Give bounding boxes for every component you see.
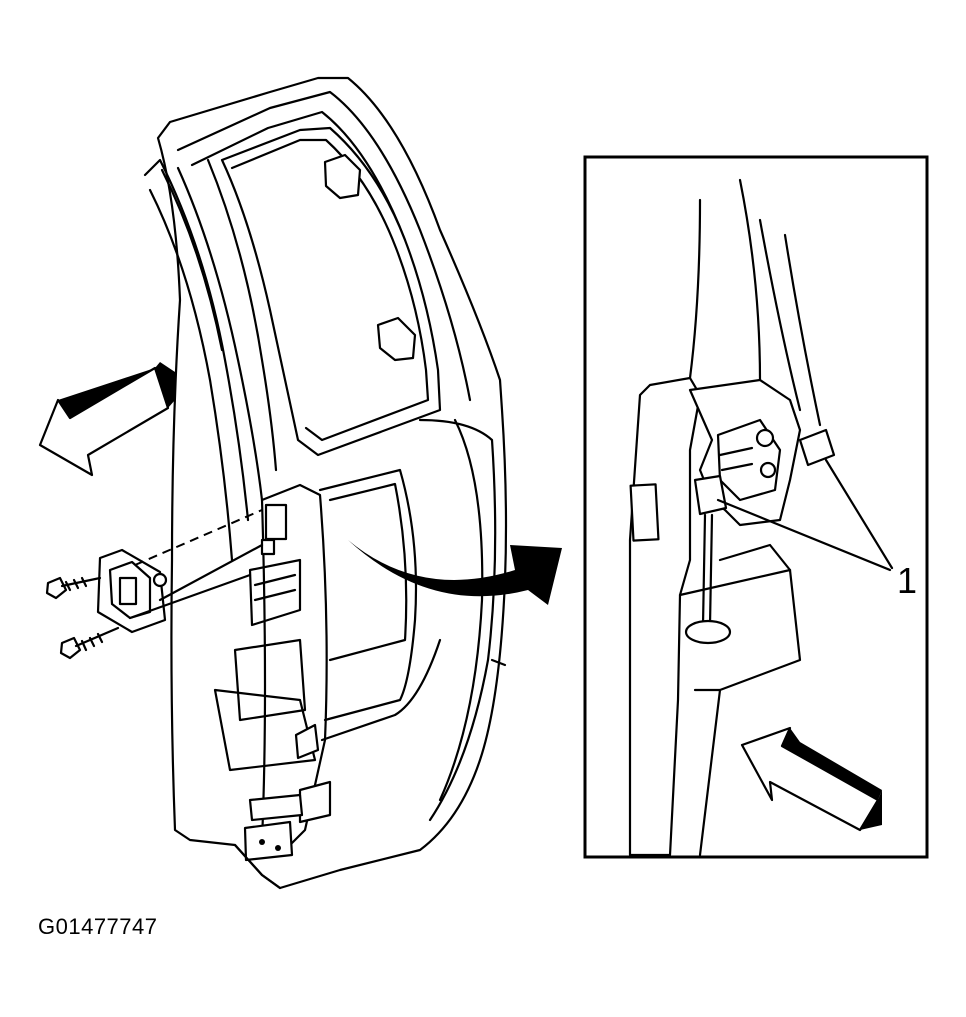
bolt-icon xyxy=(59,626,120,660)
bolt-icon xyxy=(45,576,102,600)
detail-inset-illustration xyxy=(583,155,929,859)
figure-id-label: G01477747 xyxy=(38,914,158,939)
door-panel-illustration xyxy=(143,76,508,890)
direction-arrow-left-icon xyxy=(38,362,175,477)
striker-assembly xyxy=(96,509,264,634)
direction-arrow-up-left-icon xyxy=(740,726,882,832)
callout-number-1: 1 xyxy=(897,560,918,601)
curved-arrow-icon xyxy=(348,540,562,605)
